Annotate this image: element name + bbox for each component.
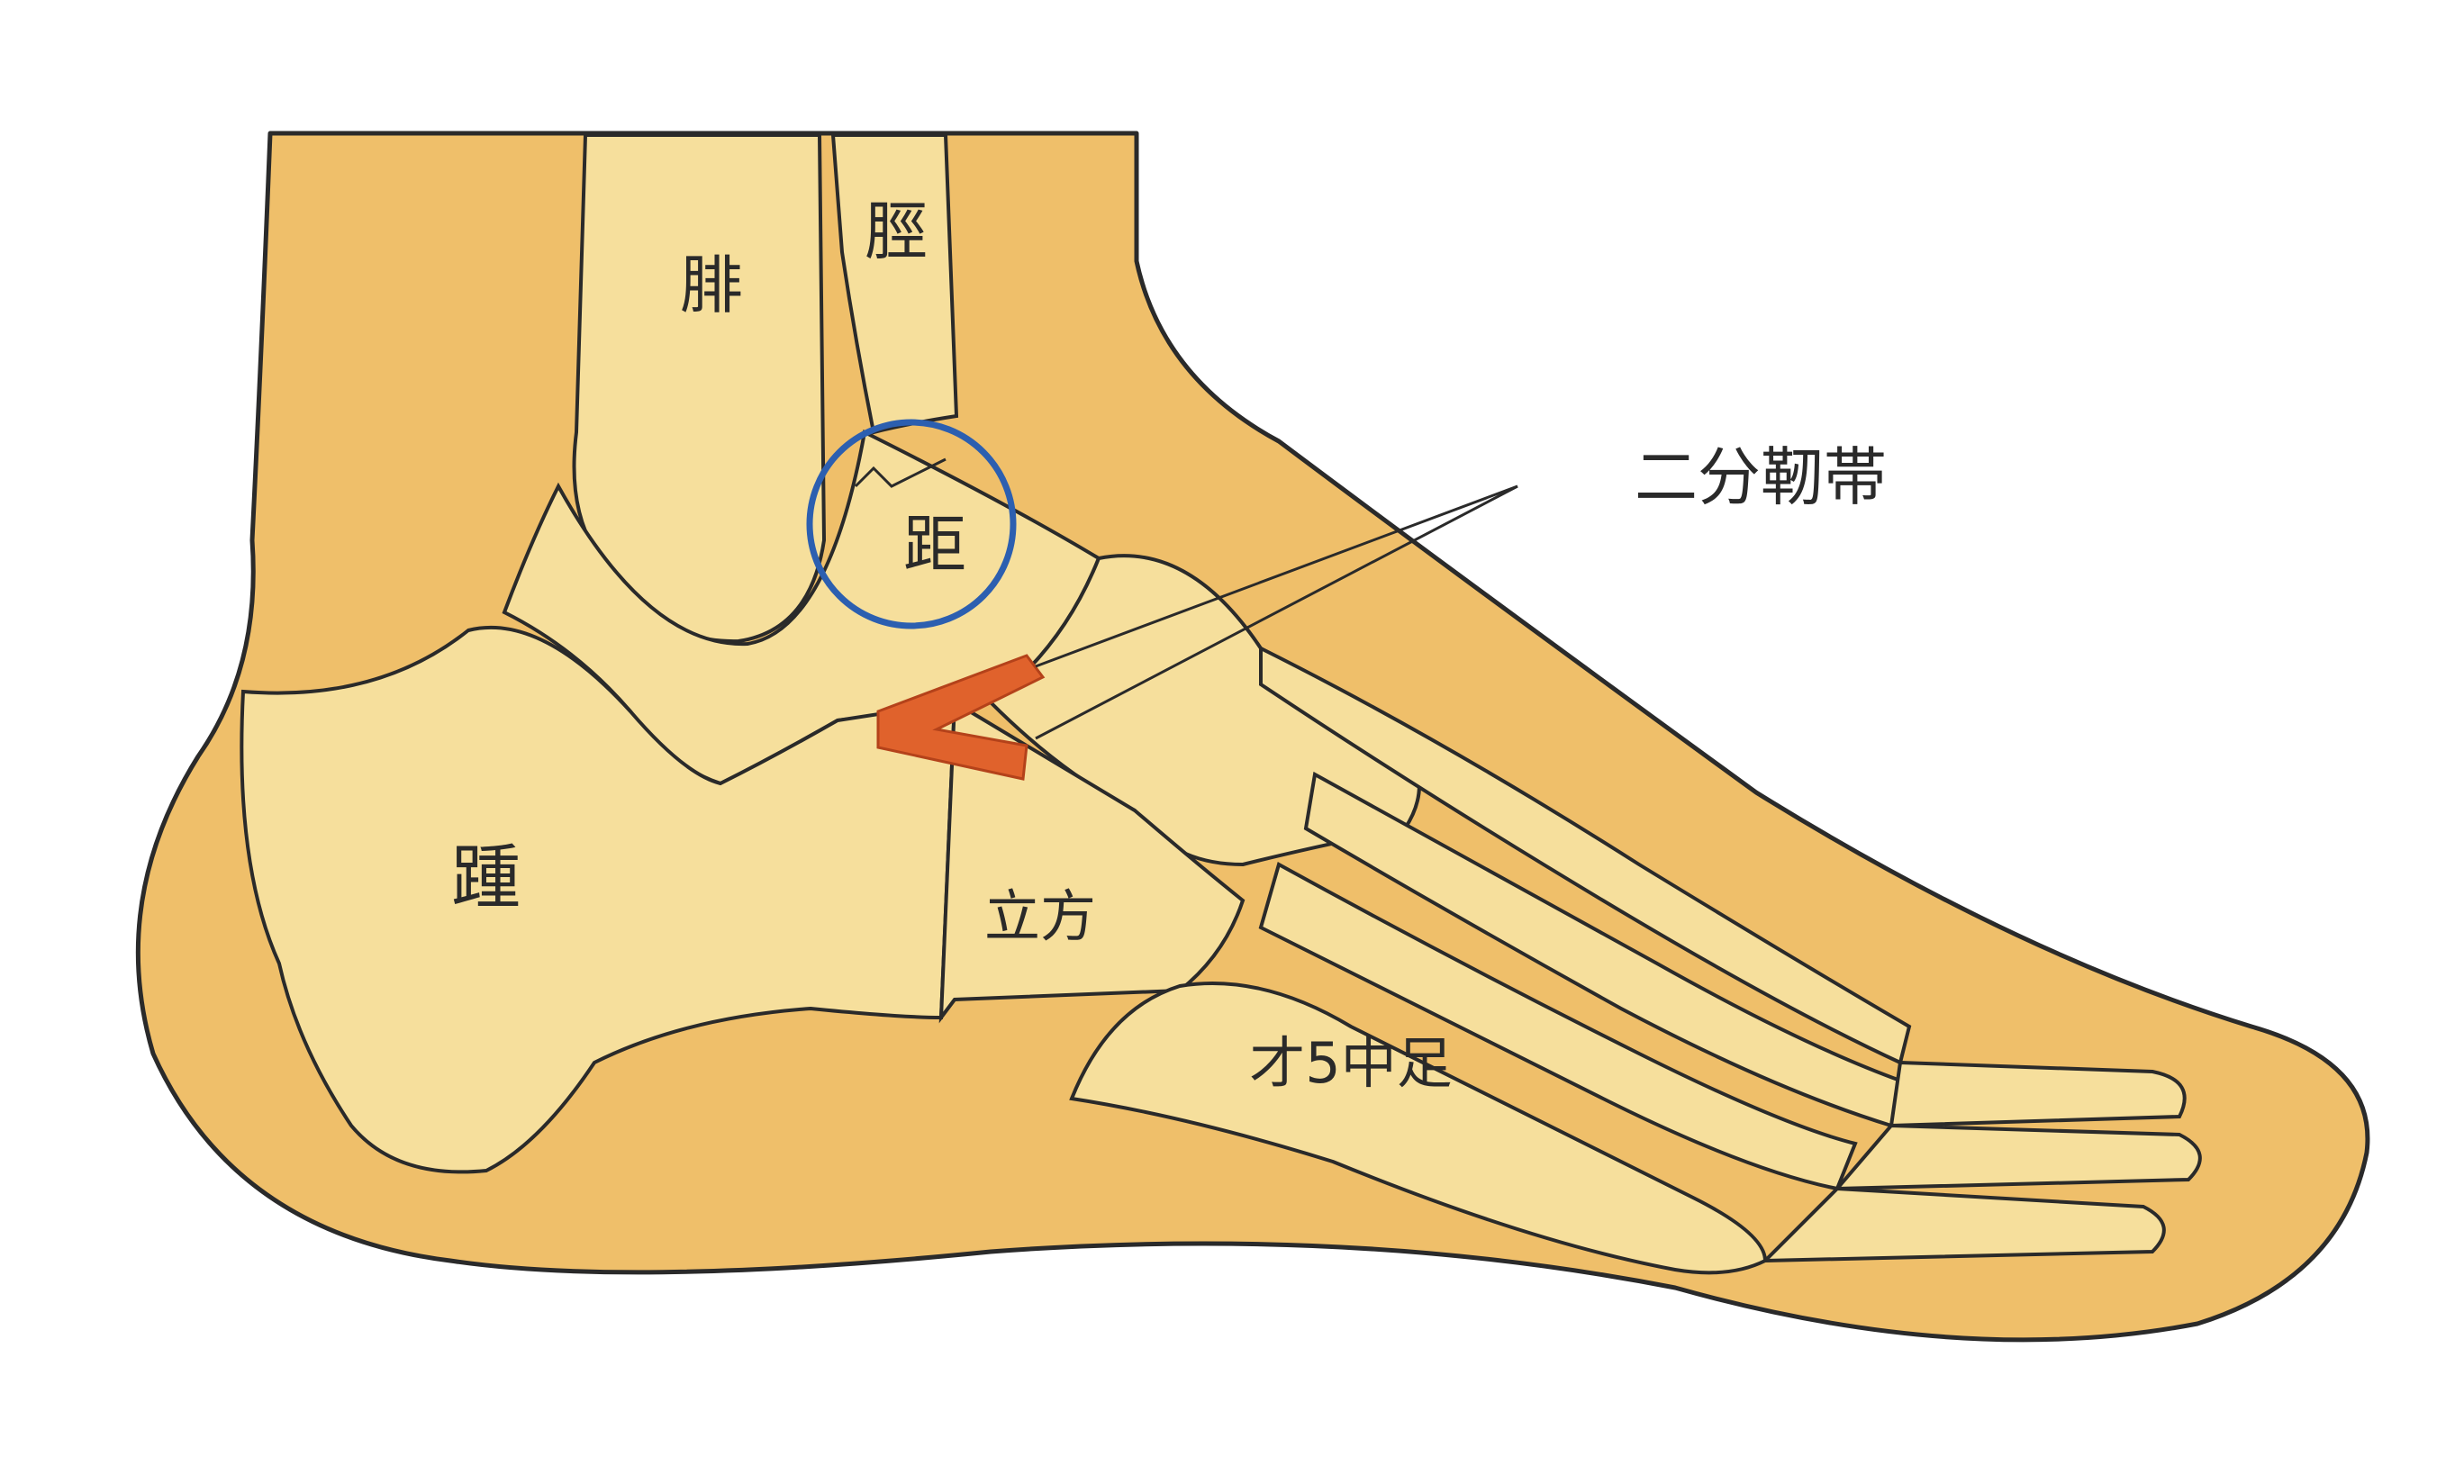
fracture-mark	[854, 457, 947, 488]
leader-line-lower	[1035, 484, 1518, 740]
phalanges	[1761, 1060, 2202, 1263]
label-calcaneus: 踵	[451, 837, 521, 918]
fifth-metatarsal-bone	[1069, 982, 1768, 1275]
metatarsal-3	[1258, 862, 1858, 1191]
label-bifurcate-ligament: 二分靭帯	[1635, 440, 1887, 514]
talus-highlight-circle	[806, 419, 1017, 629]
label-talus: 距	[903, 508, 966, 582]
label-fifth-metatarsal: 才5中足	[1249, 1030, 1452, 1096]
cuboid-bone	[938, 699, 1246, 1024]
calcaneus-bone	[240, 625, 957, 1174]
bifurcate-ligament	[876, 654, 1046, 781]
tibia-bone	[830, 133, 959, 435]
label-cuboid: 立方	[984, 883, 1096, 949]
leader-line-upper	[1035, 484, 1518, 668]
label-tibia: 脛	[865, 195, 928, 268]
label-fibula: 腓	[680, 249, 743, 322]
